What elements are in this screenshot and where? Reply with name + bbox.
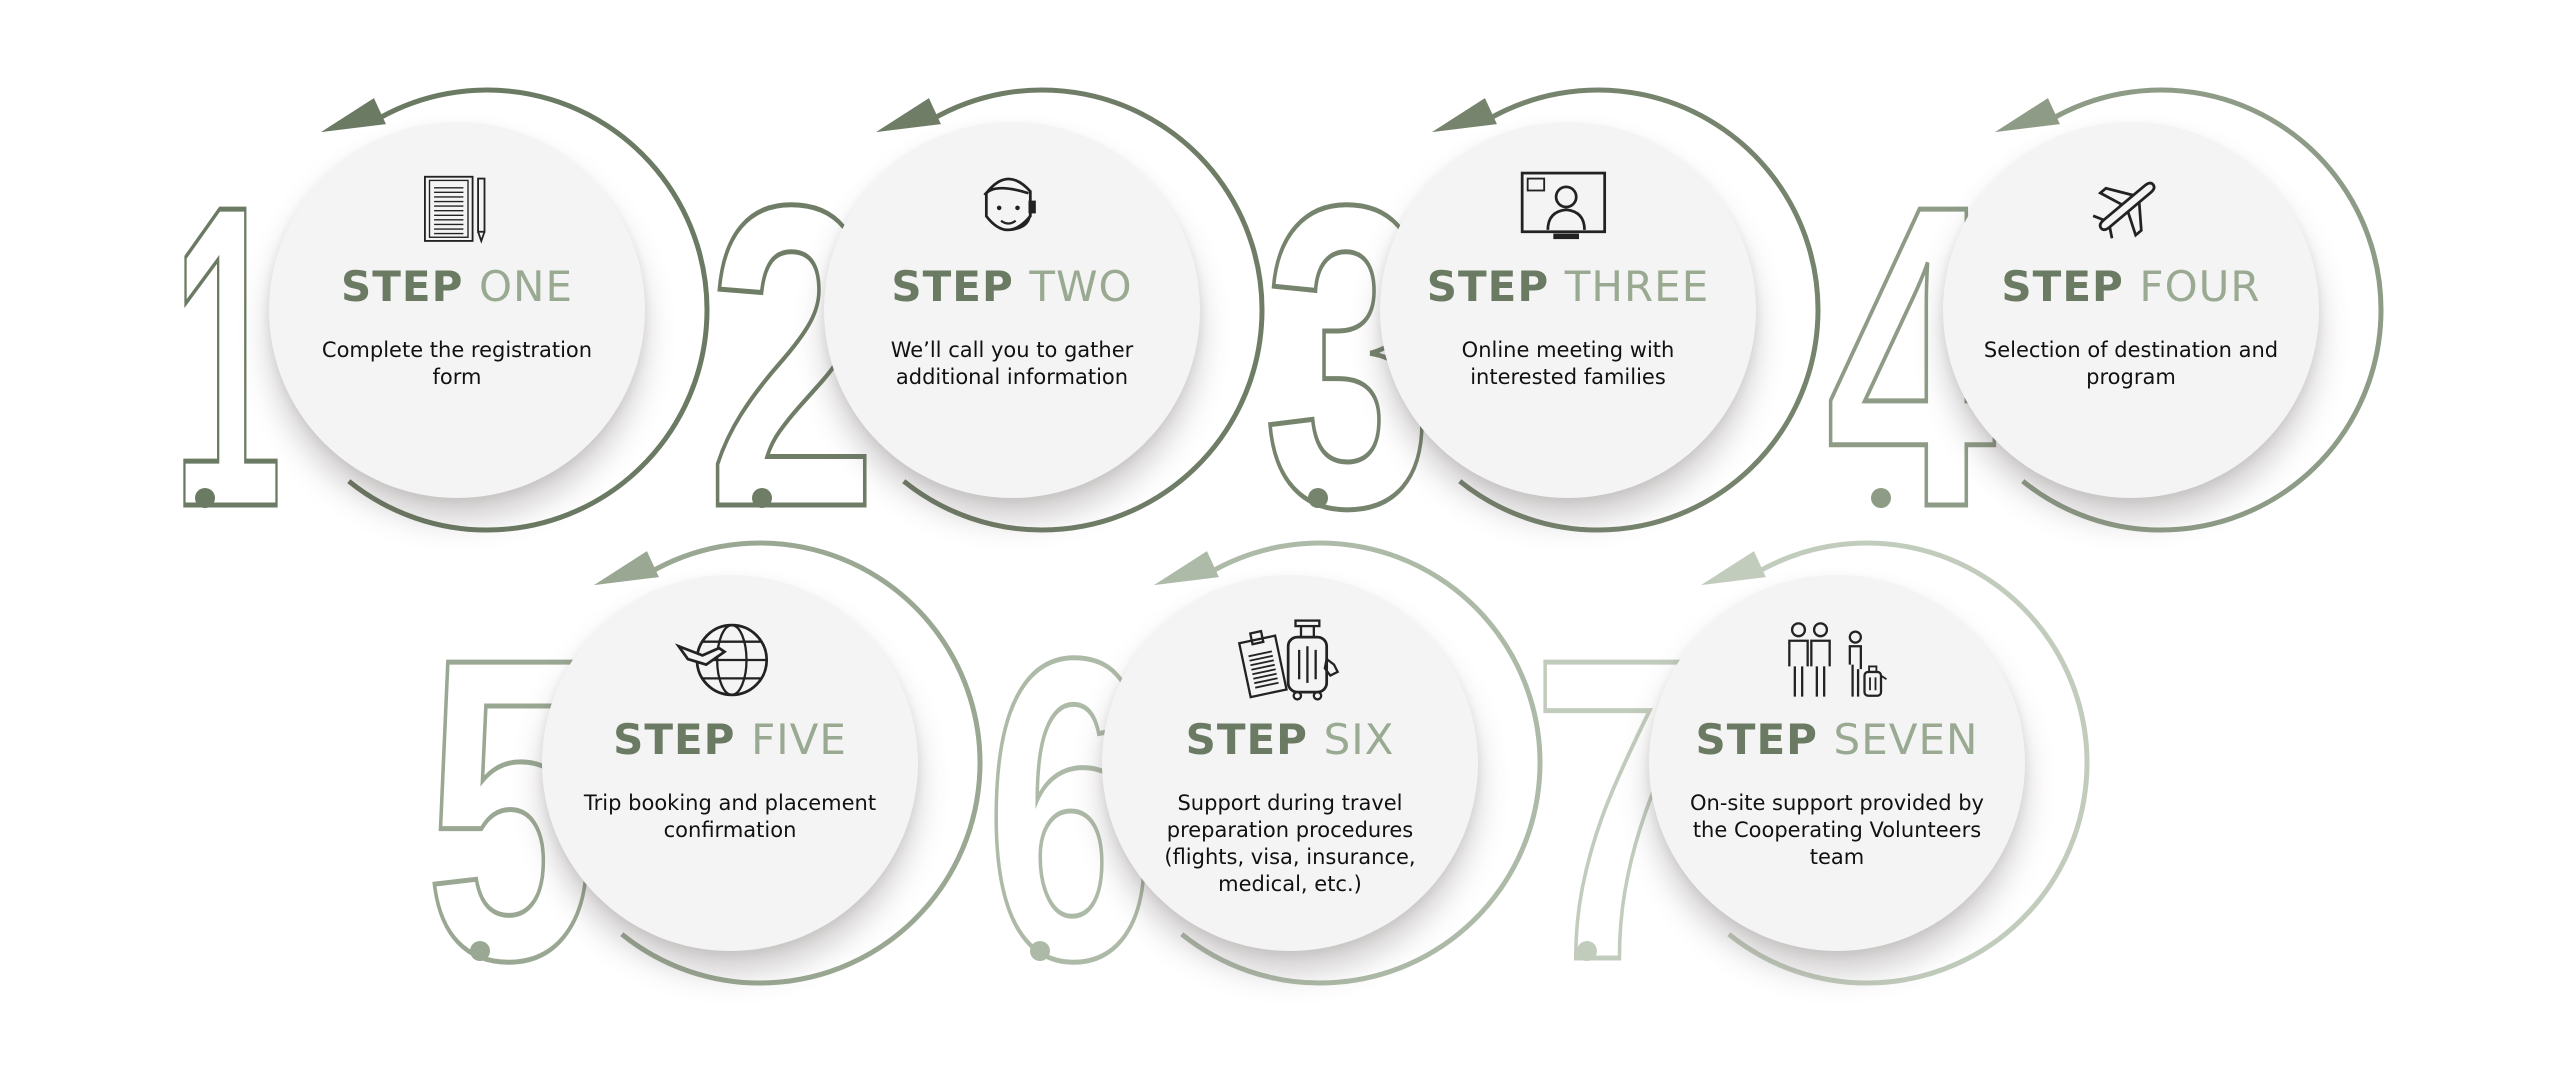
cycle-ring-arc xyxy=(620,540,983,986)
number-end-dot xyxy=(195,488,215,508)
step-title: STEP ONE xyxy=(269,262,645,311)
step-description: Trip booking and placement confirmation xyxy=(583,791,877,842)
cycle-arrow-icon xyxy=(593,551,659,586)
step-number-word: FOUR xyxy=(2139,262,2261,311)
step-word: STEP xyxy=(2001,262,2124,311)
cycle-arrow-icon xyxy=(1153,551,1219,586)
step-title: STEP SEVEN xyxy=(1649,715,2025,764)
step-number-word: SIX xyxy=(1323,715,1395,764)
step-word: STEP xyxy=(1426,262,1550,311)
step-title: STEP FOUR xyxy=(1943,262,2319,311)
number-end-dot xyxy=(1871,488,1891,508)
step-title: STEP SIX xyxy=(1102,715,1478,764)
step-card: STEP TWO We’ll call you to gather additio… xyxy=(824,122,1200,498)
step-description: Support during travel preparation proced… xyxy=(1164,791,1416,896)
cycle-ring-arc xyxy=(2021,87,2384,533)
step-card: STEP ONE Complete the registration form xyxy=(269,122,645,498)
step-card: STEP FIVE Trip booking and placement conf… xyxy=(542,575,918,951)
cycle-ring-arc xyxy=(347,87,710,533)
cycle-ring-arc xyxy=(1180,540,1543,986)
step-number-word: SEVEN xyxy=(1833,715,1979,764)
cycle-arrow-icon xyxy=(875,98,941,133)
cycle-arrow-icon xyxy=(1700,551,1766,586)
step-description: Complete the registration form xyxy=(321,338,593,389)
step-card: STEP SEVEN On-site support provided by th… xyxy=(1649,575,2025,951)
step-description: Selection of destination and program xyxy=(1983,338,2279,389)
number-end-dot xyxy=(1030,941,1050,961)
step-number-word: TWO xyxy=(1029,262,1133,311)
step-description: We’ll call you to gather additional info… xyxy=(890,338,1134,389)
people-luggage-icon xyxy=(1788,622,1888,697)
step-title: STEP THREE xyxy=(1380,262,1756,311)
step-card: STEP FOUR Selection of destination and pr… xyxy=(1943,122,2319,498)
step-card: STEP THREE Online meeting with interested… xyxy=(1380,122,1756,498)
cycle-ring-arc xyxy=(902,87,1265,533)
cycle-ring-arc xyxy=(1458,87,1821,533)
video-call-icon xyxy=(1520,171,1607,240)
step-decoration: 2 xyxy=(705,87,1265,600)
number-end-dot xyxy=(752,488,772,508)
step-description: Online meeting with interested families xyxy=(1461,338,1675,389)
step-card: STEP SIX Support during travel preparatio… xyxy=(1102,575,1478,951)
notepad-pencil-icon xyxy=(424,175,486,244)
step-decoration: 1 xyxy=(170,87,710,600)
big-number-outline: 1 xyxy=(172,117,282,597)
step-number-word: FIVE xyxy=(751,715,847,764)
step-word: STEP xyxy=(1695,715,1818,764)
step-title: STEP TWO xyxy=(824,262,1200,311)
step-word: STEP xyxy=(1185,715,1308,764)
step-number-word: THREE xyxy=(1564,262,1710,311)
number-end-dot xyxy=(1577,941,1597,961)
documents-suitcase-icon xyxy=(1237,619,1340,701)
step-word: STEP xyxy=(340,262,464,311)
step-title: STEP FIVE xyxy=(542,715,918,764)
globe-plane-icon xyxy=(675,623,769,697)
number-end-dot xyxy=(470,941,490,961)
step-word: STEP xyxy=(613,715,736,764)
number-end-dot xyxy=(1308,488,1328,508)
airplane-icon xyxy=(2092,181,2156,239)
step-number-word: ONE xyxy=(478,262,573,311)
cycle-arrow-icon xyxy=(320,98,386,133)
step-word: STEP xyxy=(891,262,1014,311)
cycle-arrow-icon xyxy=(1994,98,2060,133)
cycle-ring-arc xyxy=(1727,540,2090,986)
cycle-arrow-icon xyxy=(1431,98,1497,133)
headset-person-icon xyxy=(983,177,1036,232)
step-description: On-site support provided by the Cooperat… xyxy=(1690,791,1984,869)
